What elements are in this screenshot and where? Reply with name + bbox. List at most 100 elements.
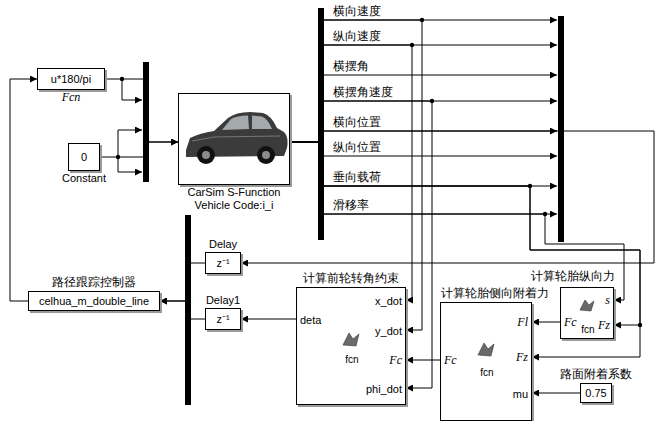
function-block: 计算轮胎纵向力sFcFzfcn	[560, 287, 614, 339]
block-label: 路面附着系数	[560, 368, 632, 382]
signal-connector	[100, 142, 178, 157]
block-label: Constant	[62, 172, 106, 185]
controller-block: 路径跟踪控制器celhua_m_double_line	[28, 291, 160, 311]
junction-dot	[120, 77, 124, 81]
signal-label: 纵向位置	[333, 141, 381, 155]
block-text: z⁻¹	[206, 313, 240, 326]
junction-dot	[543, 212, 547, 216]
signal-connector	[290, 142, 640, 325]
mux-input-wire	[118, 157, 142, 172]
block-label: 计算前轮转角约束	[303, 272, 399, 286]
block-label: 计算轮胎侧向附着力	[441, 287, 549, 301]
junction-dot	[638, 323, 642, 327]
car-hub	[202, 151, 210, 159]
port-label: deta	[300, 314, 321, 327]
port-label: Fl	[517, 316, 528, 330]
signal-connector	[10, 79, 37, 301]
mux-input-wire	[118, 130, 142, 157]
port-label: Fz	[598, 319, 610, 333]
block-text: celhua_m_double_line	[29, 295, 159, 308]
signal-connector	[290, 45, 412, 300]
port-label: y_dot	[375, 325, 402, 338]
block-label: 计算轮胎纵向力	[531, 270, 615, 284]
signal-wire	[324, 20, 557, 21]
signal-wire	[324, 186, 557, 187]
signal-connector	[290, 142, 640, 357]
signal-label: 纵向速度	[333, 30, 381, 44]
signal-connector	[290, 20, 422, 330]
car-hub	[262, 151, 270, 159]
fcn-icon	[580, 300, 594, 311]
junction-dot	[528, 184, 532, 188]
signal-label: 横向速度	[333, 5, 381, 19]
port-label: phi_dot	[366, 383, 402, 396]
junction-dot	[410, 43, 414, 47]
block-label: 路径跟踪控制器	[52, 276, 136, 290]
constant-block: 0Constant	[68, 143, 100, 171]
block-text: z⁻¹	[206, 257, 240, 270]
port-label: Fc	[389, 354, 402, 368]
demux-bar	[318, 8, 324, 240]
signal-connector	[290, 142, 624, 300]
block-text: 0	[69, 151, 99, 164]
signal-wire	[324, 75, 557, 76]
car-window	[222, 116, 249, 131]
block-label: Fcn	[62, 91, 81, 105]
mux-bar	[143, 62, 149, 182]
mux-bar	[185, 215, 191, 405]
function-block: 计算前轮转角约束x_doty_dotFcphi_dotdetafcn	[296, 287, 406, 405]
signal-wire	[324, 45, 557, 46]
signal-connector	[160, 263, 205, 301]
signal-connector	[532, 322, 560, 323]
car-wheel	[257, 146, 275, 164]
signal-wire	[324, 156, 557, 157]
block-label: CarSim S-Function Vehicle Code:i_i	[169, 186, 299, 211]
mux-bar	[558, 16, 564, 242]
port-label: fcn	[581, 324, 594, 336]
block-label: Delay	[209, 238, 237, 251]
port-label: Fc	[564, 316, 577, 330]
signal-label: 横摆角	[333, 60, 369, 74]
signal-wire	[324, 214, 557, 215]
function-block: 计算轮胎侧向附着力FlFzmuFcfcn	[440, 302, 532, 421]
car-illustration	[186, 112, 288, 164]
block-label: Delay1	[206, 294, 240, 307]
signal-label: 横向位置	[333, 116, 381, 130]
block-text: 0.75	[581, 387, 611, 400]
delay-block: Delayz⁻¹	[205, 252, 241, 274]
signal-connector	[105, 79, 178, 142]
port-label: Fc	[444, 354, 457, 368]
port-label: fcn	[345, 354, 358, 366]
carsim-block: CarSim S-Function Vehicle Code:i_i	[178, 93, 290, 185]
mux-input-wire	[122, 79, 142, 100]
port-label: mu	[513, 388, 528, 401]
signal-wire	[324, 101, 557, 102]
signal-label: 垂向载荷	[333, 171, 381, 185]
junction-dot	[420, 18, 424, 22]
car-window	[252, 116, 272, 130]
signal-wire	[324, 131, 557, 132]
signal-label: 横摆角速度	[333, 86, 393, 100]
signal-connector	[241, 131, 654, 263]
signal-connector	[406, 360, 440, 361]
signal-label: 滑移率	[333, 199, 369, 213]
port-label: x_dot	[375, 295, 402, 308]
signal-connector	[160, 301, 205, 319]
port-label: fcn	[480, 367, 493, 379]
delay-block: Delay1z⁻¹	[205, 308, 241, 330]
port-label: Fz	[516, 351, 528, 365]
constant-block: 路面附着系数0.75	[580, 383, 612, 403]
junction-dot	[116, 155, 120, 159]
signal-connector	[241, 319, 296, 320]
signal-connector	[290, 101, 432, 388]
block-text: u*180/pi	[38, 73, 104, 86]
car-wheel	[197, 146, 215, 164]
junction-dot	[430, 99, 434, 103]
signal-connector	[532, 393, 580, 394]
car-highlight	[192, 136, 280, 141]
fcn-icon	[478, 343, 494, 356]
port-label: s	[605, 294, 610, 308]
fcn-block: u*180/piFcn	[37, 68, 105, 90]
fcn-icon	[343, 333, 359, 346]
